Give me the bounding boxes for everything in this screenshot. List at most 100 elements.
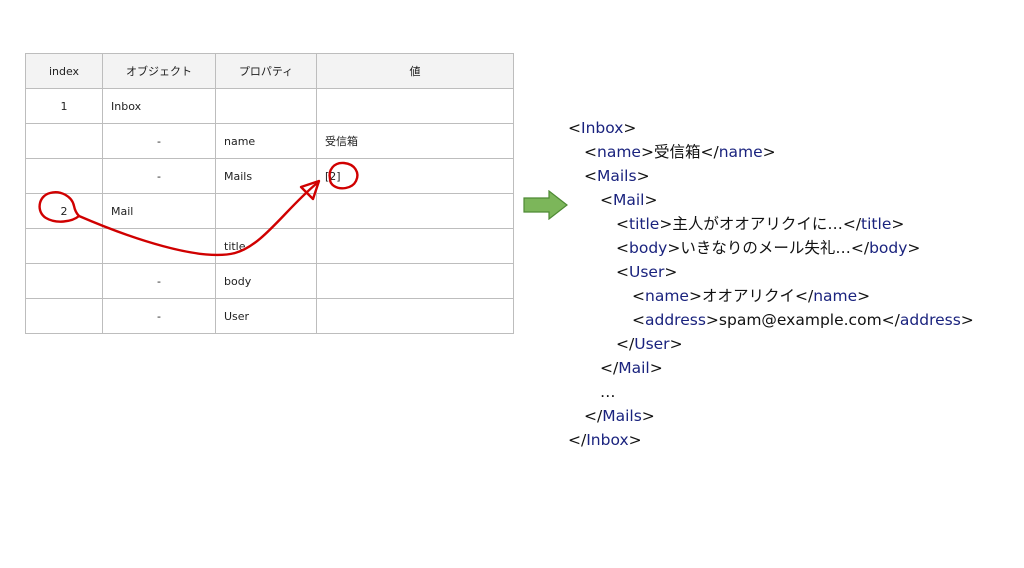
table-row: title xyxy=(25,228,514,264)
xml-bracket: > xyxy=(857,287,871,305)
header-property: プロパティ xyxy=(215,53,317,89)
xml-bracket: < xyxy=(616,239,629,257)
table-header-row: index オブジェクト プロパティ 値 xyxy=(25,53,514,89)
xml-tag-name: name xyxy=(597,143,641,161)
table-row: 2 Mail xyxy=(25,193,514,229)
xml-bracket: < xyxy=(632,311,645,329)
xml-bracket: < xyxy=(616,215,629,233)
cell-property: title xyxy=(215,228,317,264)
xml-bracket: > xyxy=(688,287,702,305)
xml-line: <address>spam@example.com</address> xyxy=(568,308,974,332)
xml-tag-name: User xyxy=(629,263,665,281)
xml-text: いきなりのメール失礼… xyxy=(680,239,851,257)
xml-bracket: </ xyxy=(568,431,587,449)
xml-bracket: < xyxy=(600,191,613,209)
cell-index xyxy=(25,228,103,264)
xml-tag-name: Mails xyxy=(602,407,642,425)
cell-property: Mails xyxy=(215,158,317,194)
xml-tag-name: User xyxy=(634,335,670,353)
xml-text: … xyxy=(600,383,616,401)
xml-bracket: > xyxy=(891,215,905,233)
xml-line: </Inbox> xyxy=(568,428,974,452)
xml-line: </Mails> xyxy=(568,404,974,428)
cell-index xyxy=(25,123,103,159)
xml-bracket: </ xyxy=(850,239,870,257)
xml-tag-name: title xyxy=(861,215,892,233)
cell-index xyxy=(25,298,103,334)
xml-tag-name: Mail xyxy=(613,191,645,209)
xml-text: spam@example.com xyxy=(718,311,882,329)
xml-text: 主人がオオアリクイに… xyxy=(672,215,843,233)
xml-bracket: > xyxy=(623,119,637,137)
xml-bracket: </ xyxy=(881,311,900,329)
xml-tag-name: name xyxy=(718,143,763,161)
cell-index xyxy=(25,158,103,194)
cell-object: - xyxy=(102,123,216,159)
xml-line: <name>受信箱</name> xyxy=(568,140,974,164)
xml-tag-name: title xyxy=(629,215,660,233)
cell-value xyxy=(316,228,514,264)
xml-code-block: <Inbox><name>受信箱</name><Mails><Mail><tit… xyxy=(568,116,974,452)
cell-property: body xyxy=(215,263,317,299)
xml-tag-name: Mail xyxy=(618,359,650,377)
xml-tag-name: name xyxy=(645,287,689,305)
cell-property: name xyxy=(215,123,317,159)
xml-bracket: </ xyxy=(842,215,862,233)
cell-value: [2] xyxy=(316,158,514,194)
xml-bracket: < xyxy=(568,119,581,137)
xml-line: <User> xyxy=(568,260,974,284)
xml-line: <name>オオアリクイ</name> xyxy=(568,284,974,308)
object-table: index オブジェクト プロパティ 値 1 Inbox - name 受信箱 … xyxy=(25,53,514,334)
xml-tag-name: Mails xyxy=(597,167,637,185)
xml-bracket: > xyxy=(669,335,683,353)
cell-property: User xyxy=(215,298,317,334)
xml-bracket: > xyxy=(649,359,663,377)
cell-value xyxy=(316,193,514,229)
cell-value: 受信箱 xyxy=(316,123,514,159)
xml-tag-name: Inbox xyxy=(586,431,629,449)
xml-tag-name: body xyxy=(869,239,908,257)
table-row: 1 Inbox xyxy=(25,88,514,124)
xml-bracket: < xyxy=(584,143,597,161)
cell-object: - xyxy=(102,158,216,194)
xml-text: 受信箱 xyxy=(653,143,701,161)
table-row: - body xyxy=(25,263,514,299)
xml-line: </User> xyxy=(568,332,974,356)
cell-value xyxy=(316,298,514,334)
cell-property xyxy=(215,88,317,124)
xml-tag-name: address xyxy=(645,311,706,329)
xml-bracket: < xyxy=(616,263,629,281)
xml-bracket: > xyxy=(641,407,655,425)
xml-bracket: > xyxy=(705,311,719,329)
xml-tag-name: address xyxy=(899,311,961,329)
xml-bracket: > xyxy=(659,215,673,233)
cell-object: - xyxy=(102,298,216,334)
xml-bracket: > xyxy=(762,143,776,161)
xml-bracket: > xyxy=(628,431,642,449)
xml-bracket: < xyxy=(632,287,645,305)
xml-line: <Inbox> xyxy=(568,116,974,140)
xml-line: <Mails> xyxy=(568,164,974,188)
xml-bracket: </ xyxy=(600,359,619,377)
header-value: 値 xyxy=(316,53,514,89)
xml-tag-name: name xyxy=(813,287,858,305)
xml-text: オオアリクイ xyxy=(701,287,795,305)
xml-line: <Mail> xyxy=(568,188,974,212)
header-index: index xyxy=(25,53,103,89)
cell-index xyxy=(25,263,103,299)
cell-index: 2 xyxy=(25,193,103,229)
xml-bracket: </ xyxy=(794,287,814,305)
right-arrow-icon xyxy=(523,190,568,220)
table-row: - User xyxy=(25,298,514,334)
xml-line: … xyxy=(568,380,974,404)
xml-bracket: > xyxy=(907,239,921,257)
cell-object: Mail xyxy=(102,193,216,229)
arrow-shape xyxy=(523,190,568,220)
xml-bracket: > xyxy=(636,167,650,185)
table-row: - name 受信箱 xyxy=(25,123,514,159)
xml-line: <body>いきなりのメール失礼…</body> xyxy=(568,236,974,260)
xml-line: <title>主人がオオアリクイに…</title> xyxy=(568,212,974,236)
xml-bracket: </ xyxy=(584,407,603,425)
cell-object: - xyxy=(102,263,216,299)
xml-bracket: </ xyxy=(616,335,635,353)
